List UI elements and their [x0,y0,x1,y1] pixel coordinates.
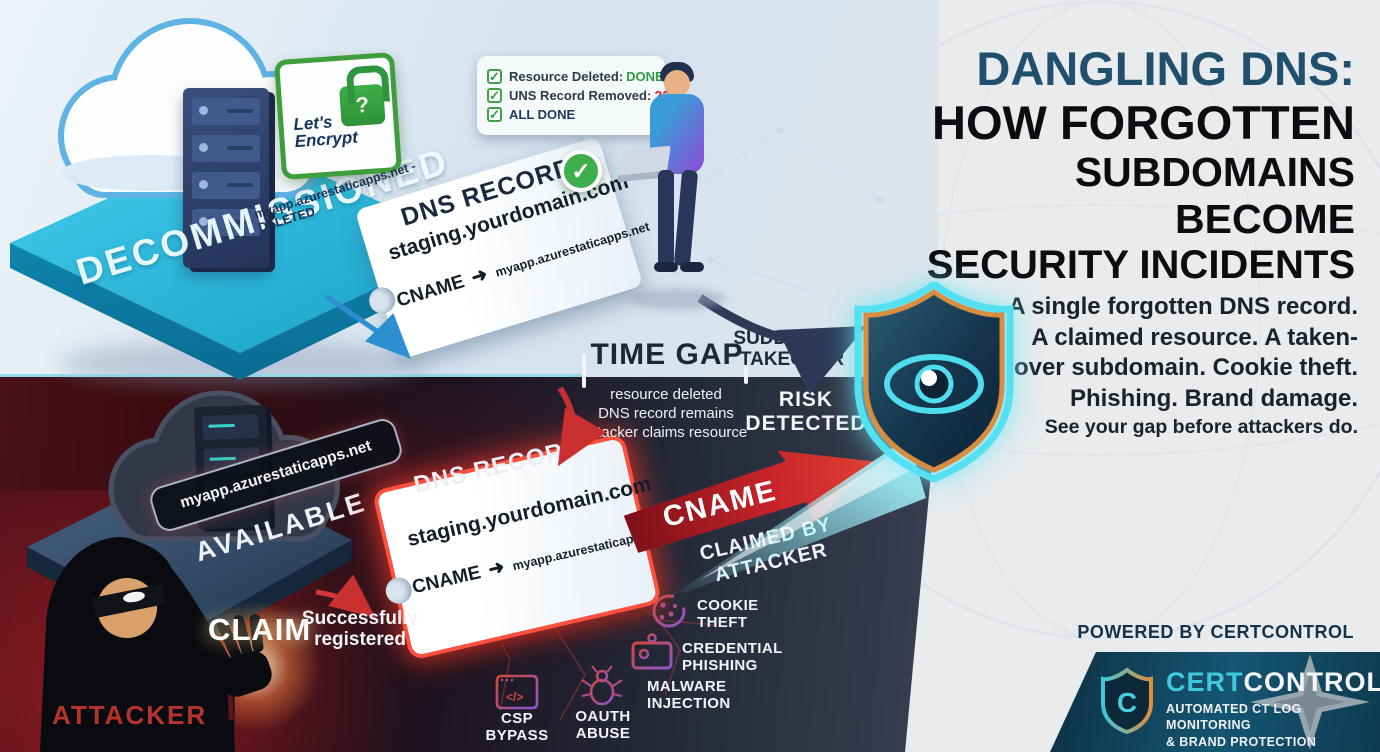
threat-line: PHISHING [682,657,758,675]
timeline-tick [582,354,586,388]
cookie-icon [652,592,689,628]
server-slot [192,172,260,199]
head [664,70,690,97]
risk-line: DETECTED [745,412,867,436]
checklist-label: ALL DONE [509,107,576,122]
threat-line: INJECTION [647,695,731,713]
it-worker-figure [617,62,734,311]
page-title: DANGLING DNS: HOW FORGOTTEN SUBDOMAINS B… [905,42,1355,288]
lets-encrypt-line2: Encrypt [294,127,359,152]
threat-malware-injection: MALWARE INJECTION [647,678,731,713]
server-slot [202,414,260,440]
padlock-icon: ? [338,83,386,127]
successfully-registered-label: Successfully registered [290,608,430,651]
takeover-line: SUDDOMAIN [733,328,851,349]
event-line: DNS record remains [598,404,734,422]
logo-letter: C [1117,687,1137,718]
threat-cookie-theft: COOKIE THEFT [697,597,759,632]
leg [658,170,674,266]
title-line-3: SUBDOMAINS BECOME [1074,149,1355,242]
threat-line: MALWARE [647,678,727,695]
checkbox-icon: ✓ [487,107,502,122]
brand-panel: C CERTCONTROL AUTOMATED CT LOG MONITORIN… [1050,652,1380,752]
dns-type: CNAME [410,562,483,599]
threat-csp-bypass: CSP BYPASS [484,710,550,745]
threat-line: ABUSE [575,725,631,743]
threat-line: COOKIE [697,597,759,614]
threat-oauth-abuse: OAUTH ABUSE [570,708,636,743]
brand-name-control: CONTROL [1243,667,1380,697]
threat-line: OAUTH [575,708,631,725]
attacker-label: ATTACKER [52,700,208,730]
event-line: resource deleted [610,386,722,403]
id-card-icon [631,633,673,670]
tagline-line: A claimed resource. A taken- [1031,323,1358,351]
leg [673,169,699,267]
tagline: A single forgotten DNS record. A claimed… [1000,292,1358,440]
question-mark: ? [354,91,370,118]
title-line-1: DANGLING DNS: [976,42,1355,95]
checklist-label: UNS Record Removed: [509,88,652,103]
decommission-checklist: ✓ Resource Deleted:DONE ✓ UNS Record Rem… [477,56,678,135]
checkbox-icon: ✓ [487,69,502,84]
threat-line: CREDENTIAL [682,640,783,657]
tagline-line: over subdomain. Cookie theft. [1013,354,1358,382]
registered-line: Successfully [301,608,419,629]
brand-text: CERTCONTROL AUTOMATED CT LOG MONITORING … [1166,669,1380,750]
brand-tagline: AUTOMATED CT LOG MONITORING & BRAND PROT… [1166,701,1380,750]
powered-by-label: POWERED BY CERTCONTROL [1077,622,1354,642]
brand-name-cert: CERT [1166,667,1244,697]
threat-line: THEFT [697,614,748,632]
server-slot [192,209,260,236]
figure-shadow [630,288,726,310]
arrow-glyph: ➜ [486,556,507,581]
certcontrol-shield-logo: C [1101,667,1153,735]
timeline-tick [744,356,748,384]
checklist-status-done: DONE [626,69,664,84]
star-decoration [1250,654,1370,750]
threat-line: CSP [500,710,534,727]
attacker-figure [40,537,272,752]
browser-code-icon: </> [495,674,539,710]
tagline-line: A single forgotten DNS record. [1008,293,1358,320]
server-slot [192,98,260,125]
shoe [680,262,704,272]
lets-encrypt-card: ✹ Let's Encrypt ? [273,51,403,181]
checklist-label: Resource Deleted: [509,69,624,84]
brand-tagline-line: AUTOMATED CT LOG MONITORING [1166,702,1302,733]
zone-divider-line [0,374,586,377]
checklist-row: ✓ Resource Deleted:DONE [487,69,664,84]
tagline-small: See your gap before attackers do. [1044,415,1358,438]
registered-line: registered [314,629,406,651]
server-slot [192,135,260,162]
event-line: attacker claims resource [584,423,748,441]
title-line-4: SECURITY INCIDENTS [926,242,1355,287]
code-glyph: </> [506,690,523,704]
timeline-events: resource deleted DNS record remains atta… [560,386,772,442]
brand-tagline-line: & BRAND PROTECTION [1166,734,1317,749]
dns-type: CNAME [394,271,467,312]
server-rack-icon [183,88,269,268]
claim-label: CLAIM [208,612,312,647]
title-line-2: HOW FORGOTTEN [932,95,1355,149]
shield-eye-icon [854,282,1014,482]
subdomain-takeover-label: SUDDOMAIN TAKEOVER [732,328,852,371]
risk-line: RISK [778,388,834,411]
checkbox-icon: ✓ [487,88,502,103]
threat-credential-phishing: CREDENTIAL PHISHING [682,640,783,675]
tagline-line: Phishing. Brand damage. [1069,385,1358,413]
takeover-line: TAKEOVER [739,349,845,371]
arrow-glyph: ➜ [468,264,491,289]
threat-line: BYPASS [485,727,549,745]
checklist-row: ✓ ALL DONE [487,107,655,122]
bug-icon [581,665,623,706]
shoe [654,262,678,272]
check-badge-icon: ✓ [560,150,602,192]
